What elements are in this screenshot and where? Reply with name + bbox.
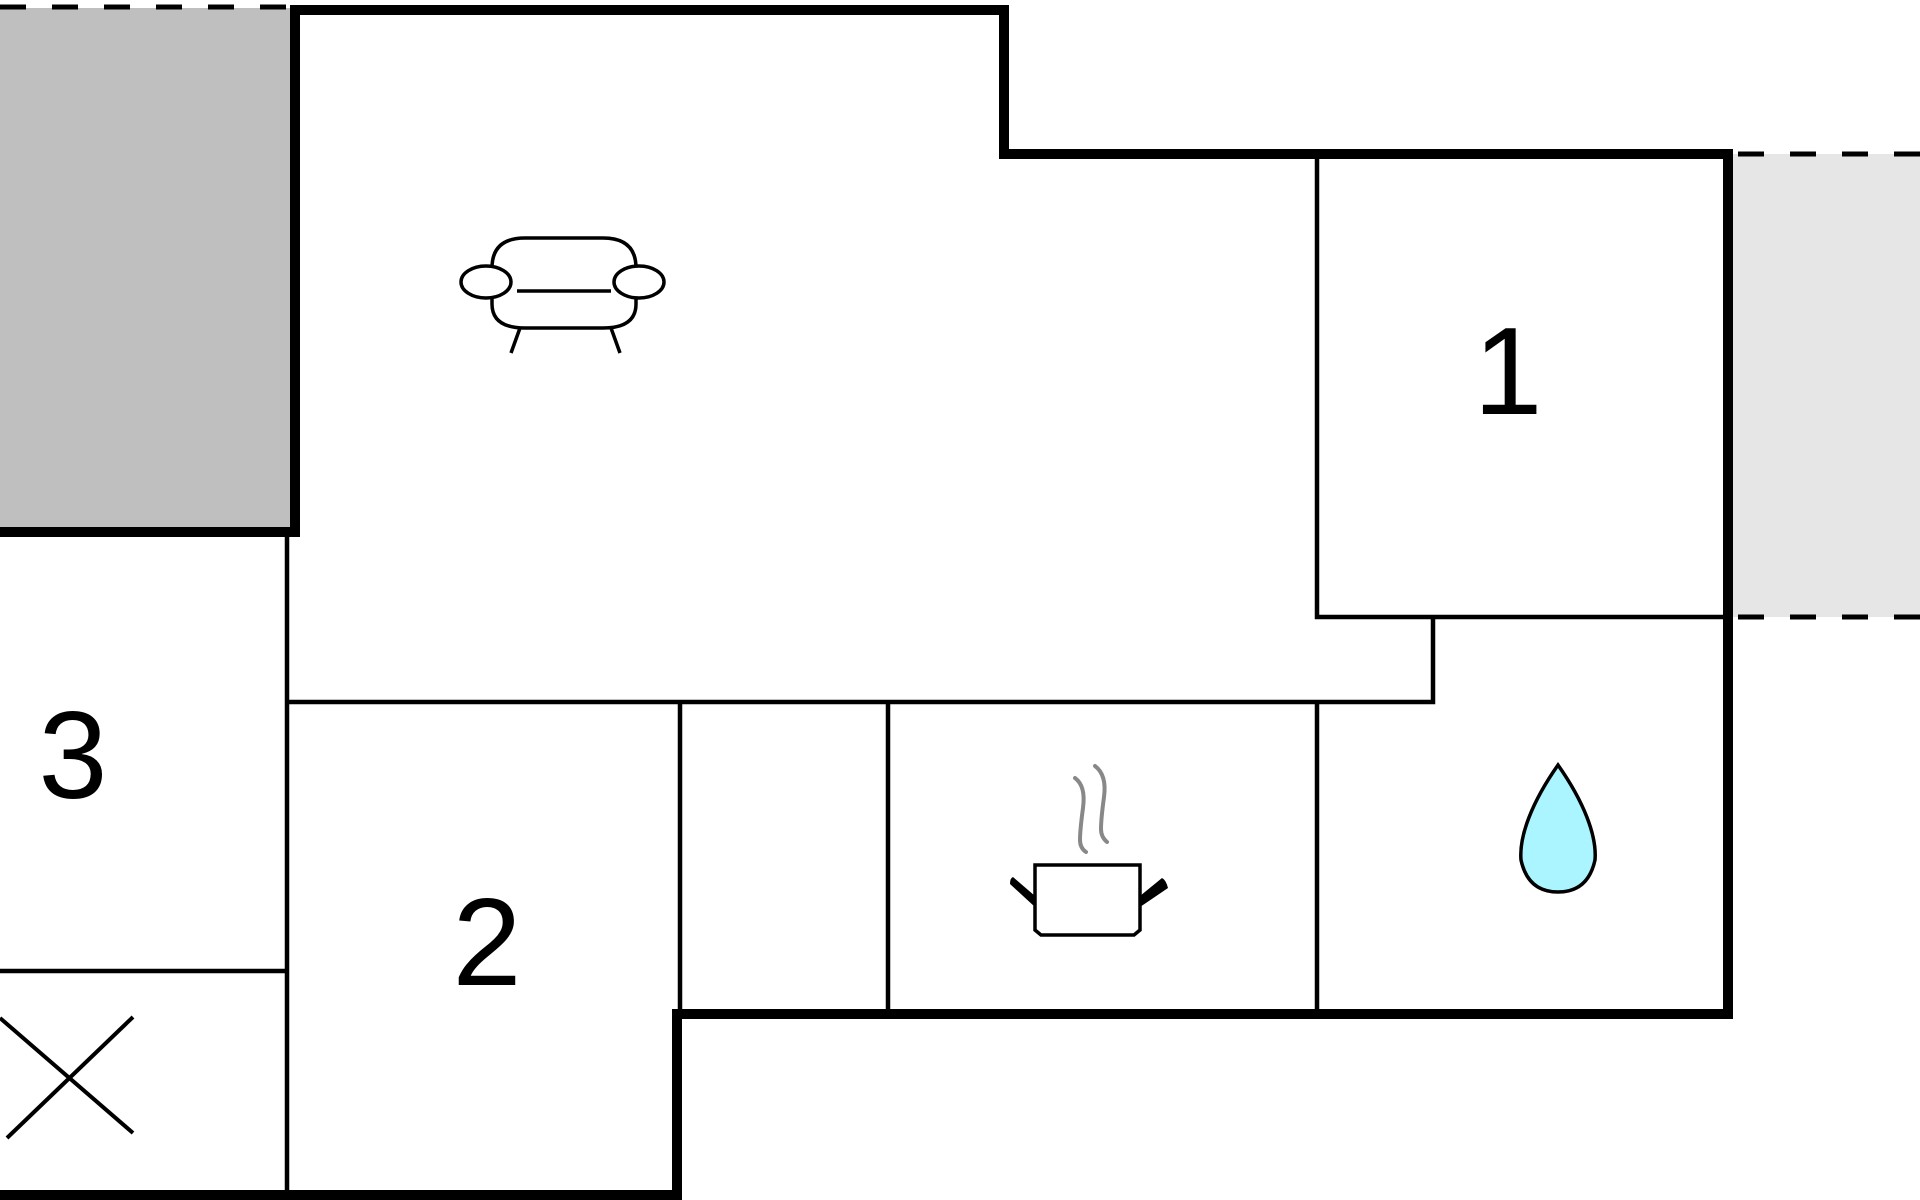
water-drop-icon xyxy=(1519,761,1597,894)
room-number-3: 3 xyxy=(39,687,108,825)
interior-walls xyxy=(0,154,1728,1195)
terrace-right xyxy=(1728,154,1920,617)
cooking-pot-icon xyxy=(1010,764,1168,937)
cross-icon xyxy=(0,1015,135,1140)
terrace-left xyxy=(0,8,295,532)
room-number-2: 2 xyxy=(453,874,522,1012)
room-number-1: 1 xyxy=(1474,303,1543,441)
sofa-icon xyxy=(459,236,666,354)
exterior-walls xyxy=(0,5,1733,1200)
